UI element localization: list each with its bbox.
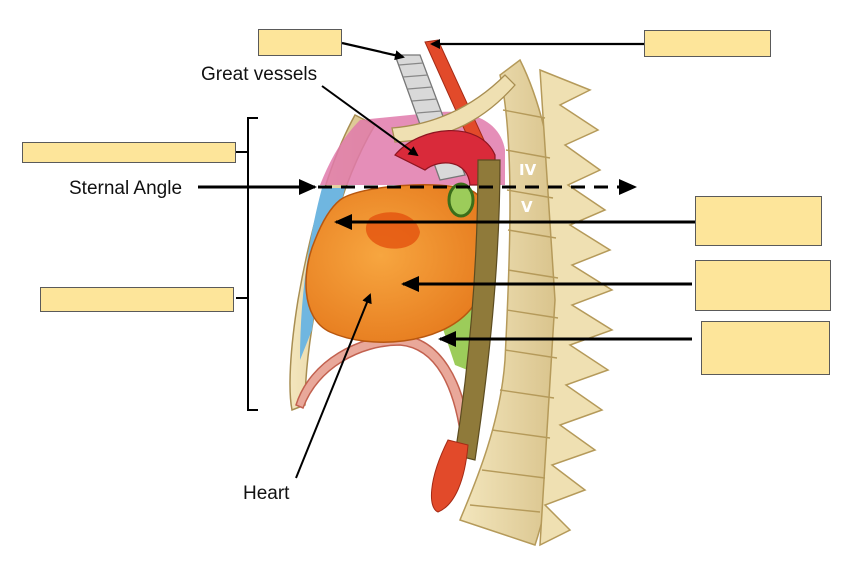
answer-box-right-middle[interactable] [695,260,831,311]
arrow-great-vessels [321,85,419,157]
answer-box-left-upper[interactable] [22,142,236,163]
aortic-arch [394,130,496,186]
descending-aorta [454,159,501,461]
answer-box-left-lower[interactable] [40,287,234,312]
heart-label: Heart [243,483,290,504]
vertebral-column [459,58,614,547]
spinous-processes [539,68,614,547]
answer-box-right-upper[interactable] [695,196,822,246]
answer-box-top-left[interactable] [258,29,342,56]
answer-box-right-lower[interactable] [701,321,830,375]
great-vessels-label: Great vessels [201,64,318,85]
intervertebral-discs [469,109,559,513]
esophagus-lower [430,439,469,513]
arrow-heart [295,293,372,479]
vertebra-iv-label: IV [519,161,537,179]
vertebra-v-label: V [521,198,533,216]
arrow-top-left [341,41,405,61]
anterior-mediastinum-region [300,188,345,360]
answer-box-top-right[interactable] [644,30,771,57]
bronchus [447,182,475,218]
sternal-angle-label: Sternal Angle [69,178,183,199]
mediastinum-bracket [236,117,258,411]
diaphragm [295,334,471,447]
